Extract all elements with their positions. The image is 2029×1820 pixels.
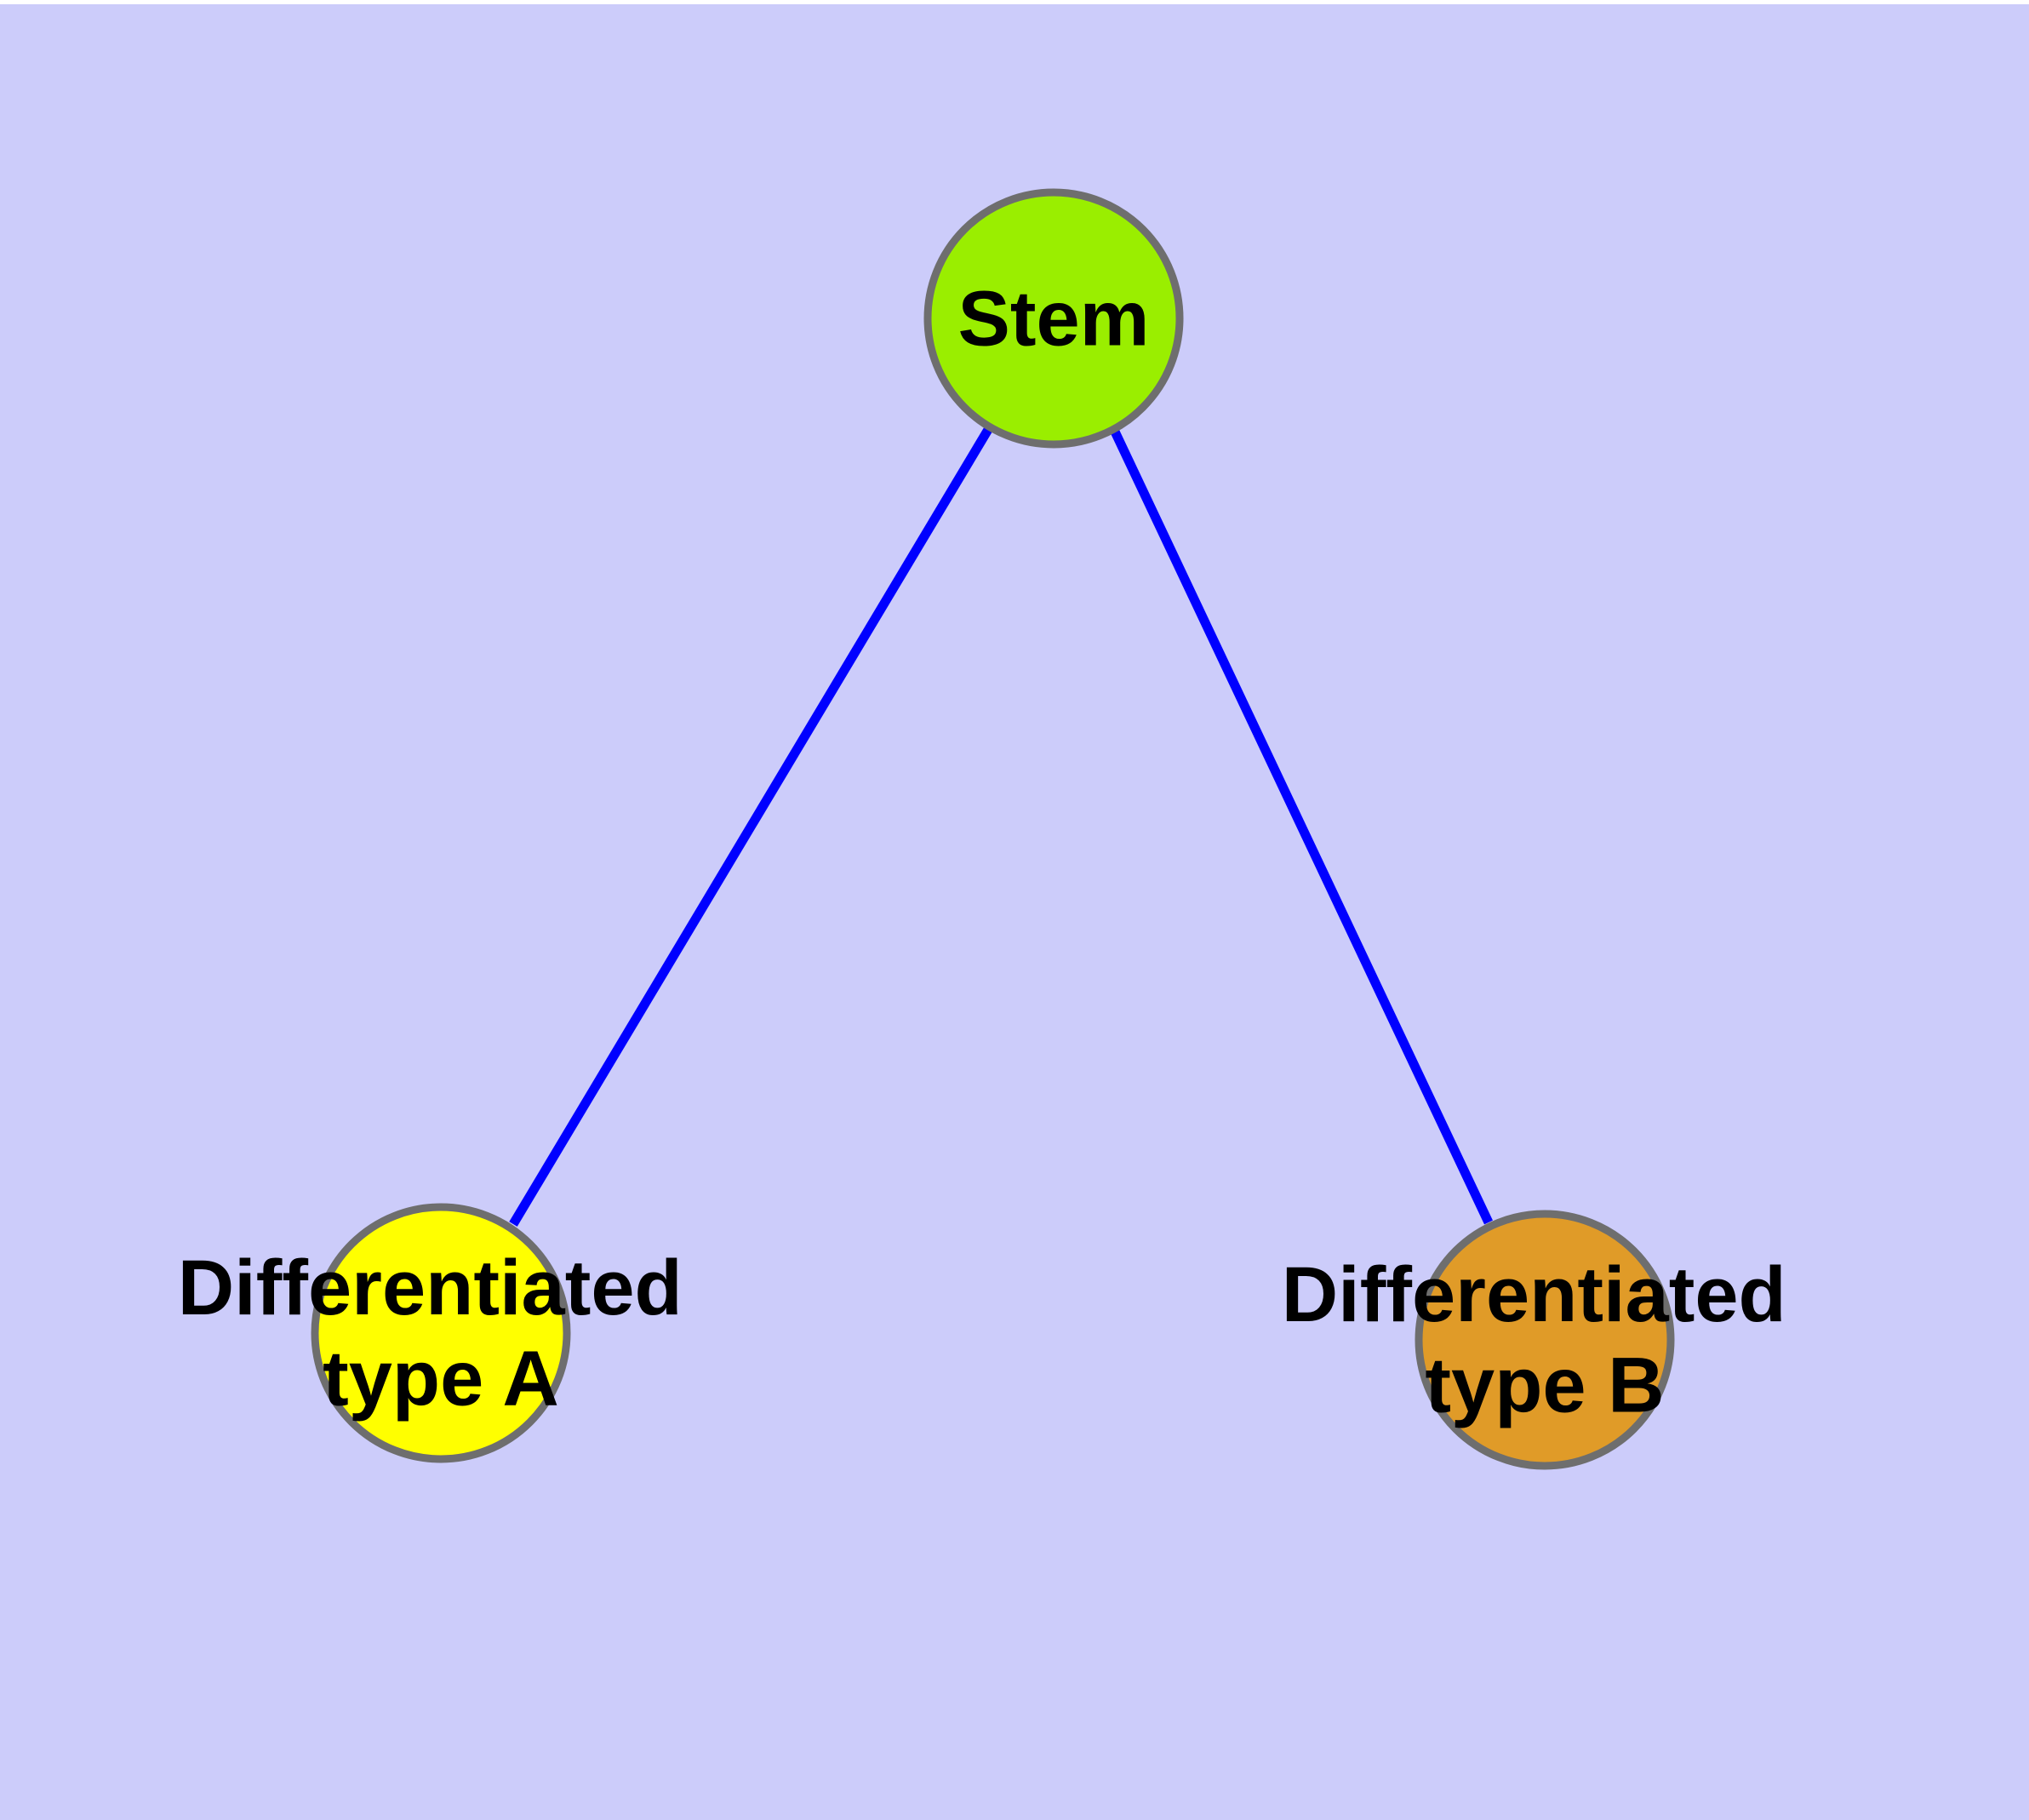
edge-stem-to-differentiated-b <box>1111 429 1493 1225</box>
node-stem-label-line-0: Stem <box>958 275 1150 362</box>
edge-stem-to-differentiated-a <box>509 426 993 1227</box>
node-differentiated-type-a-label-line-1: type A <box>323 1336 559 1422</box>
node-stem[interactable]: Stem <box>923 188 1184 449</box>
node-differentiated-type-b-label-line-1: type B <box>1425 1342 1664 1429</box>
node-differentiated-type-a-circle[interactable] <box>311 1203 571 1463</box>
node-differentiated-type-b-circle[interactable] <box>1415 1210 1675 1470</box>
node-differentiated-type-a[interactable]: Differentiated type A <box>178 1203 705 1463</box>
nodes-layer: Stem Differentiated type A Differentiate… <box>178 188 1809 1470</box>
node-differentiated-type-a-label: Differentiated type A <box>178 1245 705 1422</box>
node-stem-label: Stem <box>958 275 1150 362</box>
node-differentiated-type-b[interactable]: Differentiated type B <box>1282 1210 1809 1470</box>
node-differentiated-type-a-label-line-0: Differentiated <box>178 1245 683 1331</box>
node-stem-circle[interactable] <box>923 188 1184 449</box>
node-differentiated-type-b-label-line-0: Differentiated <box>1282 1251 1786 1338</box>
node-differentiated-type-b-label: Differentiated type B <box>1282 1251 1809 1429</box>
edges-layer <box>509 426 1493 1227</box>
